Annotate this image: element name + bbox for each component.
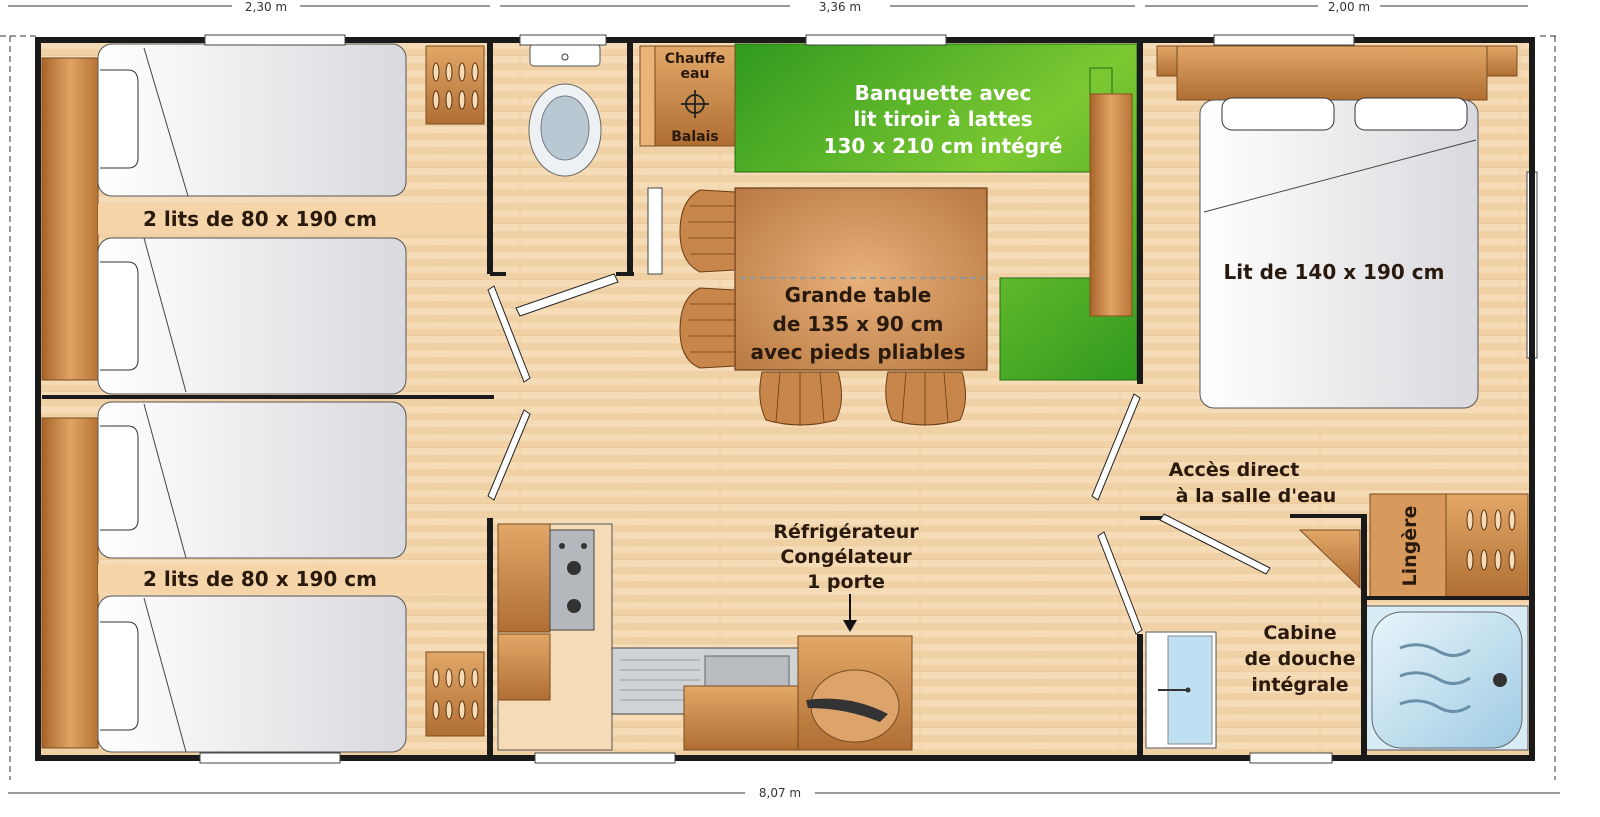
shower-label-3: intégrale (1251, 674, 1348, 696)
labels: 2 lits de 80 x 190 cm 2 lits de 80 x 190… (143, 51, 1444, 696)
broom-label: Balais (671, 129, 719, 145)
dining-table (734, 187, 988, 371)
linen-label: Lingère (1399, 506, 1421, 587)
table-label-3: avec pieds pliables (751, 340, 966, 364)
shower-label-2: de douche (1245, 648, 1356, 670)
access-label-2: à la salle d'eau (1176, 485, 1337, 507)
wardrobe (425, 45, 485, 737)
shower-cabin (1365, 605, 1529, 751)
bedroom-2-beds (41, 401, 488, 753)
water-heater-label-1: Chauffe (665, 51, 726, 67)
banquette-label-2: lit tiroir à lattes (853, 107, 1032, 131)
master-bed (1156, 45, 1518, 409)
shower-label-1: Cabine (1263, 622, 1336, 644)
bedroom-1-beds (41, 43, 488, 395)
bedroom-1-label: 2 lits de 80 x 190 cm (143, 207, 377, 231)
banquette-cushion (1089, 93, 1133, 317)
fridge-label-1: Réfrigérateur (773, 521, 919, 543)
table-label-2: de 135 x 90 cm (773, 312, 944, 336)
washbasin-icon (1145, 631, 1217, 749)
windows (199, 34, 1355, 764)
toilet-icon (528, 43, 602, 177)
banquette-label-3: 130 x 210 cm intégré (824, 134, 1063, 158)
dimension-lines (0, 5, 1560, 794)
chair-icon (679, 189, 966, 426)
fridge-label-2: Congélateur (780, 546, 912, 568)
fridge-label-3: 1 porte (807, 571, 885, 593)
linen-cupboard (1298, 493, 1529, 599)
bedroom-2-label: 2 lits de 80 x 190 cm (143, 567, 377, 591)
dimension-right: 2,00 m (1328, 0, 1370, 14)
access-label-1: Accès direct (1169, 459, 1300, 481)
dimension-middle: 3,36 m (819, 0, 861, 14)
banquette-label-1: Banquette avec (855, 81, 1032, 105)
water-heater-label-2: eau (681, 66, 710, 82)
table-label-1: Grande table (785, 283, 932, 307)
kitchen (497, 523, 913, 751)
doors (487, 273, 1271, 635)
master-bed-label: Lit de 140 x 190 cm (1224, 260, 1445, 284)
walls (35, 37, 1535, 761)
fridge-arrow-icon (843, 594, 857, 632)
dimension-total: 8,07 m (759, 786, 801, 800)
dimension-left: 2,30 m (245, 0, 287, 14)
